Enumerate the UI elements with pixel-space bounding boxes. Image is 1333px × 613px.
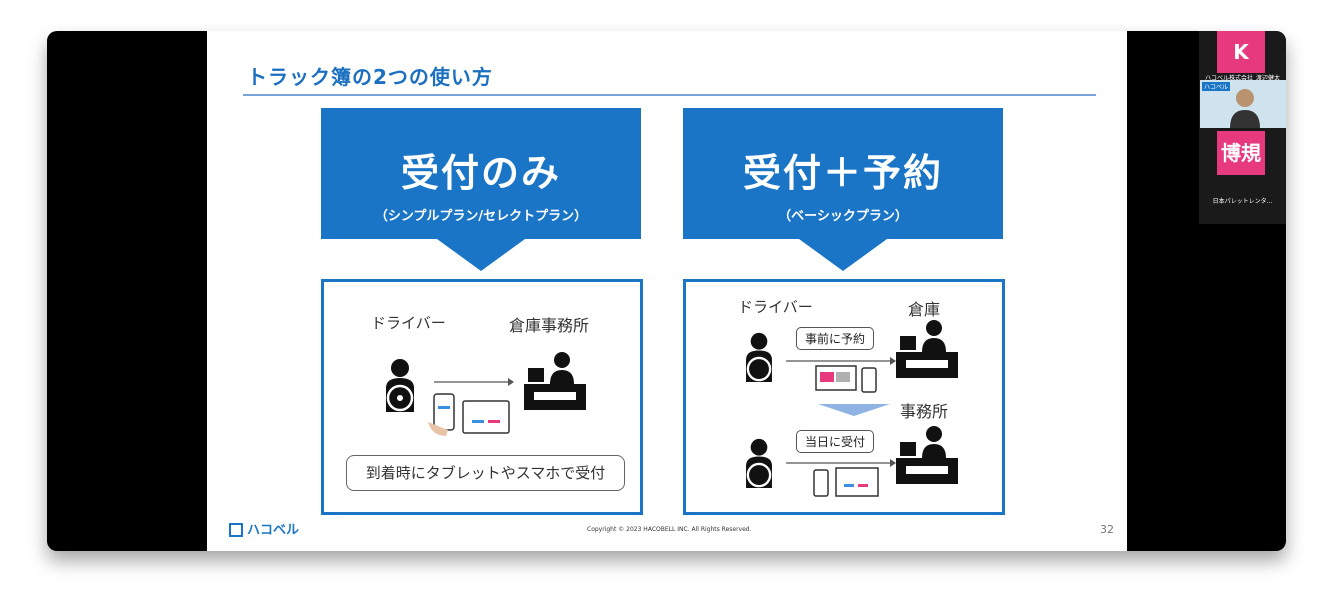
- plan-header-reception-only: 受付のみ （シンプルプラン/セレクトプラン）: [321, 108, 641, 239]
- page-number: 32: [1100, 523, 1114, 536]
- hacobell-logo: ハコベル: [229, 519, 299, 538]
- office-desk-icon: [896, 426, 958, 484]
- office-desk-icon: [524, 352, 586, 410]
- copyright-text: Copyright © 2023 HACOBELL INC. All Right…: [587, 526, 752, 533]
- arrow-right-icon: [434, 378, 514, 386]
- meeting-window: トラック簿の2つの使い方 受付のみ （シンプルプラン/セレクトプラン） 受付＋予…: [47, 31, 1286, 551]
- plan-title: 受付のみ: [400, 151, 561, 195]
- title-divider: [243, 94, 1096, 96]
- shared-slide: トラック簿の2つの使い方 受付のみ （シンプルプラン/セレクトプラン） 受付＋予…: [207, 31, 1127, 551]
- flow-arrow-icon: [818, 404, 890, 416]
- driver-label: ドライバー: [738, 298, 813, 316]
- office-label: 事務所: [900, 402, 949, 421]
- warehouse-desk-icon: [896, 320, 958, 378]
- driver-icon: [746, 332, 772, 382]
- plan-header-reception-reservation: 受付＋予約 （ベーシックプラン）: [683, 108, 1003, 239]
- participant-name: 日本パレットレンタ...: [1212, 198, 1273, 205]
- laptop-phone-icon: [815, 365, 877, 393]
- smartphone-icon: [428, 393, 455, 436]
- plan-subtitle: （シンプルプラン/セレクトプラン）: [374, 209, 588, 224]
- participant-tile-hironori[interactable]: 博規: [1217, 131, 1265, 175]
- down-arrow-icon: [437, 239, 525, 271]
- checkin-caption: 到着時にタブレットやスマホで受付: [346, 455, 625, 491]
- driver-label: ドライバー: [371, 314, 446, 332]
- panel-reception-reservation: ドライバー 倉庫 事務所 事前に予約 当日に受付: [683, 279, 1005, 515]
- panel-reception-only: ドライバー 倉庫事務所: [321, 279, 643, 515]
- participant-initial: K: [1233, 40, 1249, 64]
- down-arrow-icon: [799, 239, 887, 271]
- arrow-right-icon: [786, 357, 896, 365]
- tablet-phone-icon: [813, 467, 879, 497]
- participant-tile-k[interactable]: K: [1217, 31, 1265, 73]
- person-avatar-icon: [1230, 89, 1260, 128]
- warehouse-label: 倉庫: [908, 300, 941, 319]
- participant-panel: K ハコベル株式会社_渡辺健太 ハコベル 博規 日本パレットレンタ...: [1199, 31, 1286, 224]
- participant-video[interactable]: ハコベル: [1200, 80, 1286, 128]
- participant-name: ハコベル株式会社_渡辺健太: [1204, 75, 1280, 82]
- driver-icon: [386, 359, 414, 412]
- participant-initial: 博規: [1221, 141, 1261, 165]
- slide-title: トラック簿の2つの使い方: [247, 65, 493, 89]
- video-logo: ハコベル: [1202, 82, 1231, 91]
- reserve-bubble: 事前に予約: [796, 327, 875, 350]
- plan-title: 受付＋予約: [742, 151, 943, 195]
- plan-subtitle: （ベーシックプラン）: [778, 209, 908, 224]
- checkin-bubble: 当日に受付: [796, 430, 875, 453]
- tablet-icon: [462, 400, 510, 434]
- arrow-right-icon: [786, 459, 896, 467]
- driver-icon: [746, 438, 772, 488]
- office-label: 倉庫事務所: [509, 316, 590, 335]
